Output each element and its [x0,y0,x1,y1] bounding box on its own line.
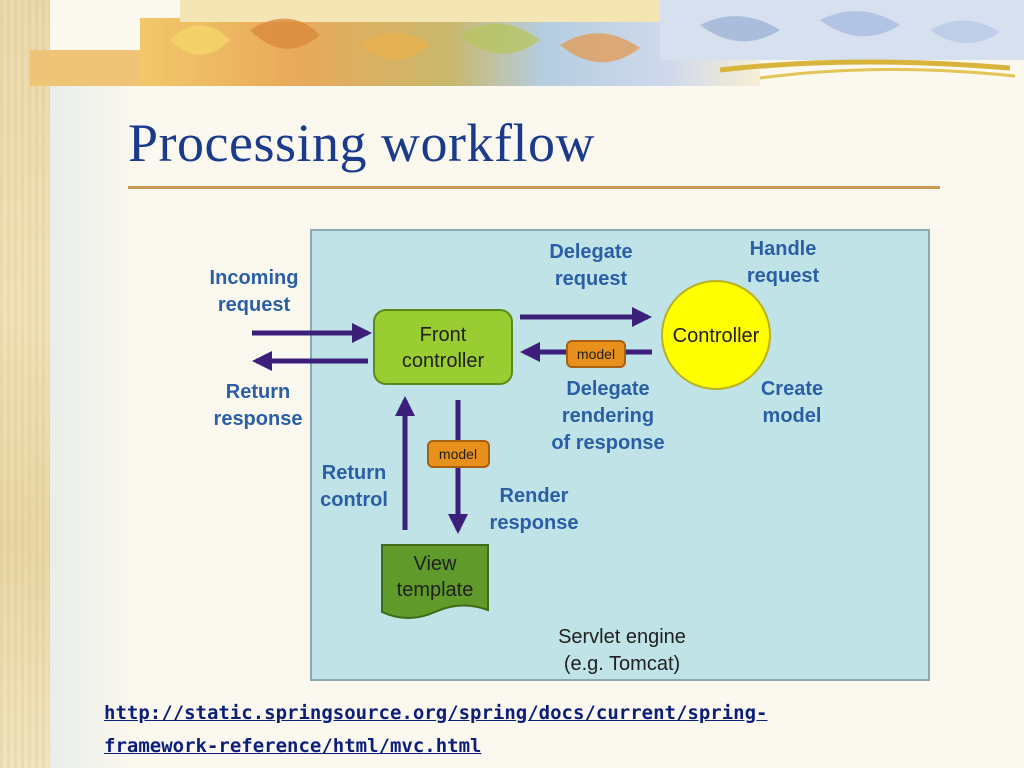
left-fade [50,80,140,768]
label-delegate-rendering-2: rendering [562,405,654,427]
view-template-node [381,544,489,619]
top-decorative-banner [30,0,1024,86]
view-template-line1: View [414,553,458,575]
slide-title: Processing workflow [128,113,595,173]
servlet-engine-line1: Servlet engine [558,626,686,648]
label-handle-request-1: Handle [750,238,817,260]
model-badge-view-label: model [439,446,477,462]
label-create-model-2: model [763,405,822,427]
model-badge-view [427,440,490,468]
label-delegate-request-2: request [555,268,628,290]
workflow-diagram: Front controller Controller model model … [210,238,824,675]
label-return-response-2: response [214,408,303,430]
left-parchment-strip [0,0,50,768]
label-incoming-request-2: request [218,294,291,316]
front-controller-line2: controller [402,350,485,372]
label-handle-request-2: request [747,265,820,287]
title-underline [128,186,940,189]
label-delegate-rendering-1: Delegate [566,378,649,400]
servlet-engine-line2: (e.g. Tomcat) [564,653,680,675]
label-render-response-2: response [490,512,579,534]
reference-link-line1: http://static.springsource.org/spring/do… [104,702,768,724]
reference-link-line2: framework-reference/html/mvc.html [104,735,482,757]
label-render-response-1: Render [500,485,569,507]
model-badge-controller [566,340,626,368]
controller-label: Controller [673,325,760,347]
label-incoming-request-1: Incoming [210,267,299,289]
controller-node [661,280,771,390]
label-return-control-2: control [320,489,388,511]
label-delegate-rendering-3: of response [551,432,664,454]
view-template-line2: template [397,579,474,601]
label-delegate-request-1: Delegate [549,241,632,263]
front-controller-line1: Front [420,324,467,346]
label-return-response-1: Return [226,381,290,403]
label-return-control-1: Return [322,462,386,484]
model-badge-controller-label: model [577,346,615,362]
label-create-model-1: Create [761,378,823,400]
front-controller-node [373,309,513,385]
reference-link[interactable]: http://static.springsource.org/spring/do… [104,697,1004,763]
